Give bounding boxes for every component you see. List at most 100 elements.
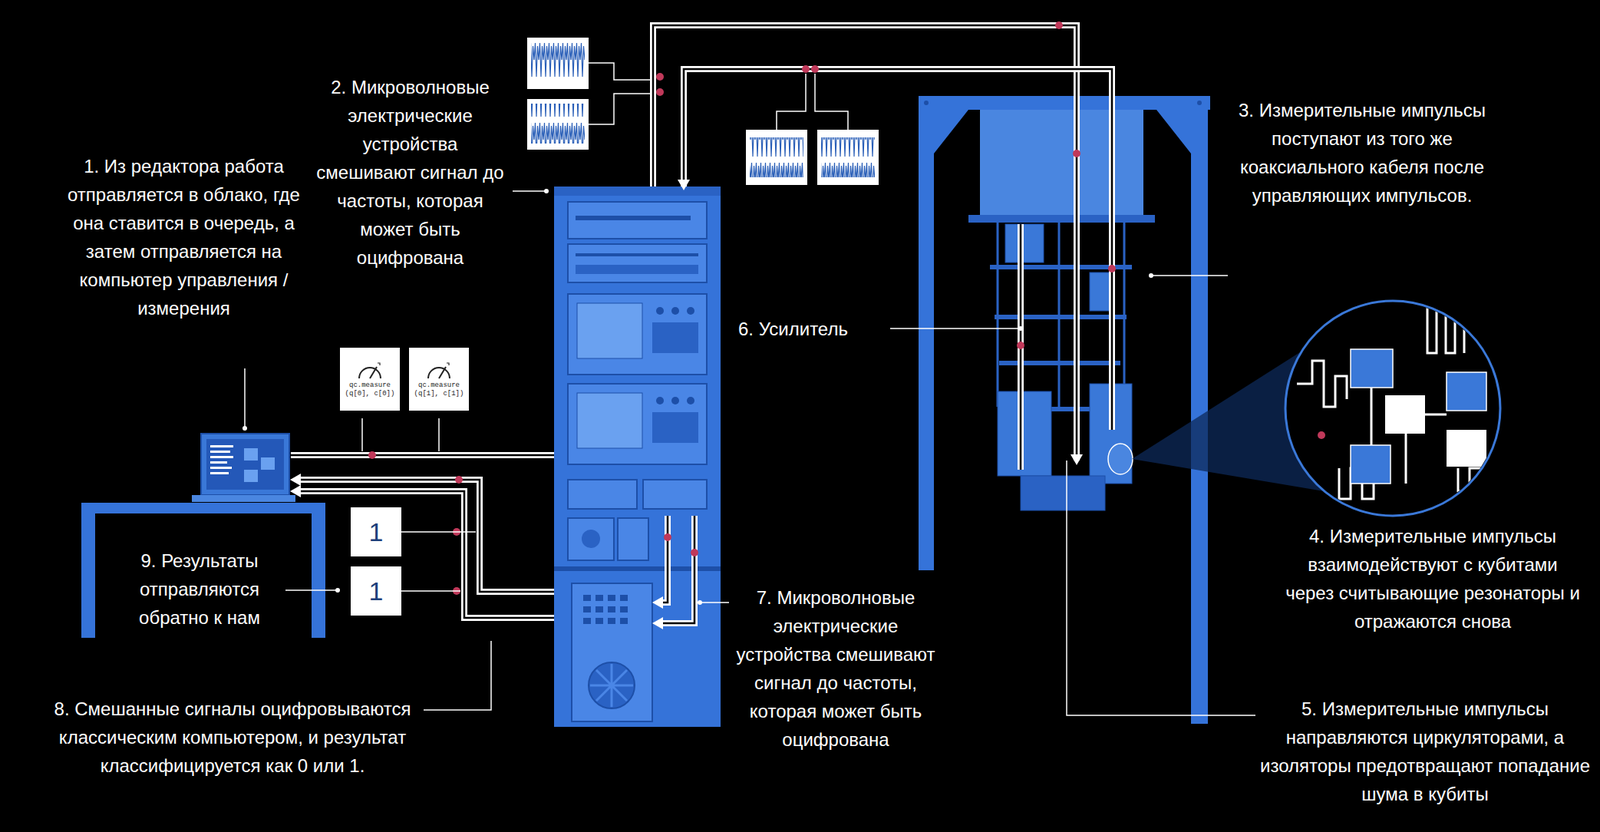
laptop (210, 466, 232, 469)
leader-line (1066, 460, 1256, 716)
waveform-box (527, 37, 879, 185)
desk (81, 513, 96, 638)
wire-dot (663, 533, 672, 542)
callout-box: 4. Измерительные импульсы взаимодействую… (1283, 521, 1583, 636)
cryostat (1020, 475, 1106, 511)
instrument-rack (620, 606, 628, 613)
instrument-rack (607, 606, 616, 613)
coax-wire (290, 25, 1112, 624)
coax-wire (297, 479, 555, 592)
instrument-rack (554, 186, 721, 727)
cryostat (994, 314, 1127, 320)
leader-line (890, 327, 1021, 330)
coax-wire (653, 25, 1077, 461)
instrument-rack (588, 662, 635, 709)
result-bit: 1 (369, 517, 384, 547)
cryostat (1005, 224, 1044, 263)
callout-text: 2. Микроволновые электрические устройств… (316, 72, 505, 272)
result-bit: 1 (369, 576, 384, 606)
coax-wire (659, 515, 695, 624)
instrument-rack (575, 264, 699, 274)
gauge-needle (369, 366, 377, 379)
gauge-icon (446, 362, 449, 366)
waveform-box (531, 103, 585, 144)
coax-wire (297, 491, 555, 618)
cryostat-frame (923, 100, 929, 106)
wire-dot (455, 475, 463, 484)
waveform-box (821, 137, 875, 178)
wire-dot (368, 21, 1116, 595)
leader-line (699, 601, 730, 604)
waveform-box (749, 137, 804, 178)
waveform-box (531, 42, 585, 83)
callout-text: 8. Смешанные сигналы оцифровываются клас… (48, 694, 417, 780)
callout-box: 3. Измерительные импульсы поступают из т… (1235, 95, 1489, 210)
laptop (206, 438, 284, 490)
instrument-rack (571, 583, 653, 722)
instrument-rack (620, 594, 628, 601)
cryostat (968, 214, 1155, 223)
coax-wire (653, 25, 1077, 461)
cryostat-frame (1197, 100, 1202, 106)
callout-box: 7. Микроволновые электрические устройств… (735, 583, 937, 754)
desk (81, 502, 326, 514)
instrument-rack (554, 186, 721, 196)
callout-box: 2. Микроволновые электрические устройств… (316, 72, 505, 272)
cryostat (968, 109, 1155, 511)
cryostat-frame (918, 109, 934, 571)
laptop (191, 494, 296, 502)
leader-dot (544, 188, 549, 194)
instrument-rack (620, 617, 628, 624)
wire-dot (801, 65, 810, 73)
instrument-rack (686, 306, 695, 315)
code-text: qc.measure (q[0], c[0]) (342, 381, 398, 399)
waveform-box (527, 37, 589, 90)
callout-text: 3. Измерительные импульсы поступают из т… (1235, 95, 1489, 210)
cryostat (979, 109, 1144, 216)
instrument-rack (590, 663, 634, 707)
coax-wire (297, 491, 555, 618)
leader-line (512, 190, 547, 192)
cryostat (1108, 443, 1133, 475)
chip-zoom (1461, 487, 1470, 495)
cryostat-frame (1156, 109, 1191, 154)
leader-line (438, 418, 440, 452)
laptop (210, 450, 231, 453)
laptop (210, 461, 228, 464)
chip-zoom (1458, 468, 1482, 492)
measure-box: qc.measure (q[0], c[0]) (339, 347, 400, 411)
laptop (244, 469, 258, 482)
result-box: 1 (350, 566, 402, 616)
cryostat-frame (918, 95, 1211, 110)
instrument-rack (671, 306, 680, 315)
laptop (191, 433, 296, 502)
instrument-rack (652, 412, 699, 443)
leader-dot (1148, 273, 1154, 278)
laptop (260, 457, 275, 470)
arrowhead (652, 596, 664, 609)
coax-wire (683, 69, 1112, 430)
laptop (244, 448, 258, 461)
instrument-rack (567, 517, 614, 561)
coax-wire (659, 515, 668, 603)
instrument-rack (567, 383, 707, 465)
laptop (210, 445, 234, 448)
arrowhead (652, 616, 664, 630)
desk (311, 513, 326, 638)
leader-line (361, 418, 363, 452)
coax-wire (659, 515, 695, 624)
instrument-rack (607, 594, 616, 601)
wire-dot (656, 88, 664, 96)
wire-dot (1072, 149, 1081, 158)
coax-wire (297, 479, 555, 592)
arrowhead (290, 473, 301, 486)
instrument-rack (575, 215, 691, 221)
instrument-rack (607, 617, 616, 624)
arrowhead (677, 179, 690, 191)
waveform-box (588, 62, 848, 130)
instrument-rack (595, 594, 604, 601)
callout-box: 6. Усилитель (738, 314, 885, 344)
laptop (210, 471, 229, 475)
chip-zoom (1427, 306, 1465, 353)
